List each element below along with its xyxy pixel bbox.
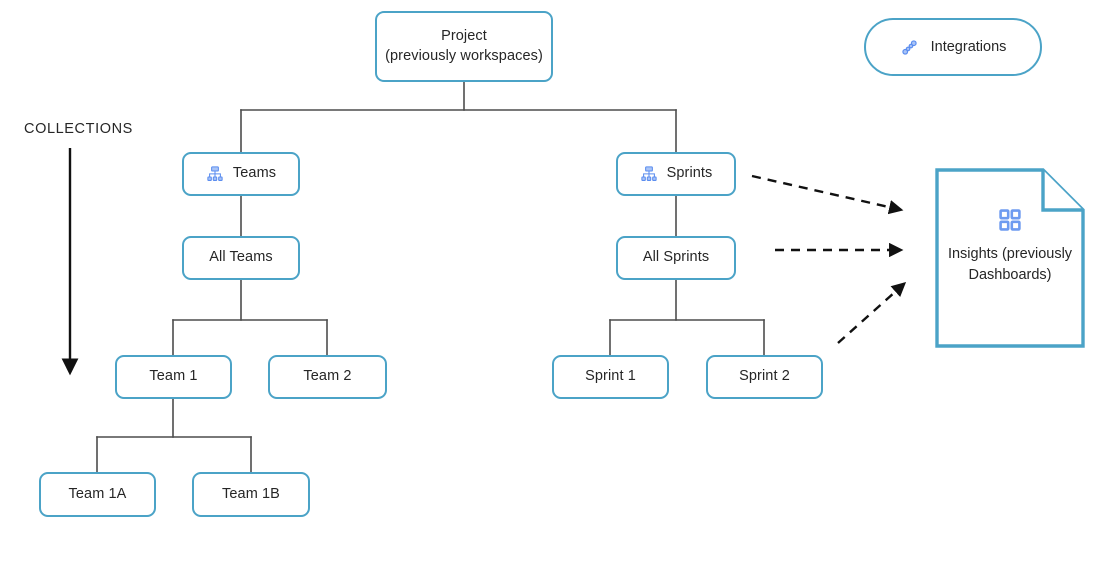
node-project-line2: (previously workspaces) bbox=[385, 47, 543, 64]
link-chain-icon bbox=[900, 38, 919, 57]
node-integrations[interactable]: Integrations bbox=[864, 18, 1042, 76]
node-insights-line1: Insights bbox=[947, 246, 998, 262]
node-sprints[interactable]: Sprints bbox=[616, 152, 736, 196]
node-all-sprints-label: All Sprints bbox=[642, 249, 710, 266]
node-sprint-1[interactable]: Sprint 1 bbox=[552, 355, 669, 399]
node-team-1-label: Team 1 bbox=[149, 368, 198, 385]
node-sprints-label: Sprints bbox=[666, 165, 713, 182]
node-teams-label: Teams bbox=[232, 165, 277, 182]
org-chart-icon bbox=[206, 165, 224, 183]
collections-label: COLLECTIONS bbox=[24, 121, 133, 137]
node-all-teams-label: All Teams bbox=[209, 249, 273, 266]
node-all-teams[interactable]: All Teams bbox=[182, 236, 300, 280]
org-chart-icon bbox=[640, 165, 658, 183]
node-insights-text: Insights (previously Dashboards) bbox=[935, 244, 1085, 285]
node-teams[interactable]: Teams bbox=[182, 152, 300, 196]
node-sprint-2[interactable]: Sprint 2 bbox=[706, 355, 823, 399]
insights-dashed-arrows bbox=[751, 174, 907, 344]
node-team-1b[interactable]: Team 1B bbox=[192, 472, 310, 517]
document-shape bbox=[935, 168, 1085, 348]
node-team-1a-label: Team 1A bbox=[68, 485, 127, 502]
node-sprint-2-label: Sprint 2 bbox=[739, 368, 790, 385]
node-insights[interactable]: Insights (previously Dashboards) bbox=[935, 168, 1085, 348]
node-project-line1: Project bbox=[441, 28, 487, 45]
node-project[interactable]: Project (previously workspaces) bbox=[375, 11, 553, 82]
node-sprint-1-label: Sprint 1 bbox=[585, 368, 636, 385]
node-teams-content: Teams bbox=[206, 164, 276, 183]
node-insights-line3: Dashboards) bbox=[968, 266, 1052, 283]
node-sprints-content: Sprints bbox=[640, 164, 713, 183]
node-insights-line2: (previously bbox=[1001, 246, 1073, 262]
node-team-2-label: Team 2 bbox=[303, 368, 352, 385]
node-all-sprints[interactable]: All Sprints bbox=[616, 236, 736, 280]
node-team-1[interactable]: Team 1 bbox=[115, 355, 232, 399]
node-team-2[interactable]: Team 2 bbox=[268, 355, 387, 399]
dashboard-grid-icon bbox=[998, 208, 1022, 232]
node-project-text: Project (previously workspaces) bbox=[385, 27, 543, 65]
node-team-1a[interactable]: Team 1A bbox=[39, 472, 156, 517]
node-insights-content: Insights (previously Dashboards) bbox=[935, 168, 1085, 348]
node-integrations-label: Integrations bbox=[930, 39, 1007, 55]
node-team-1b-label: Team 1B bbox=[222, 485, 280, 502]
